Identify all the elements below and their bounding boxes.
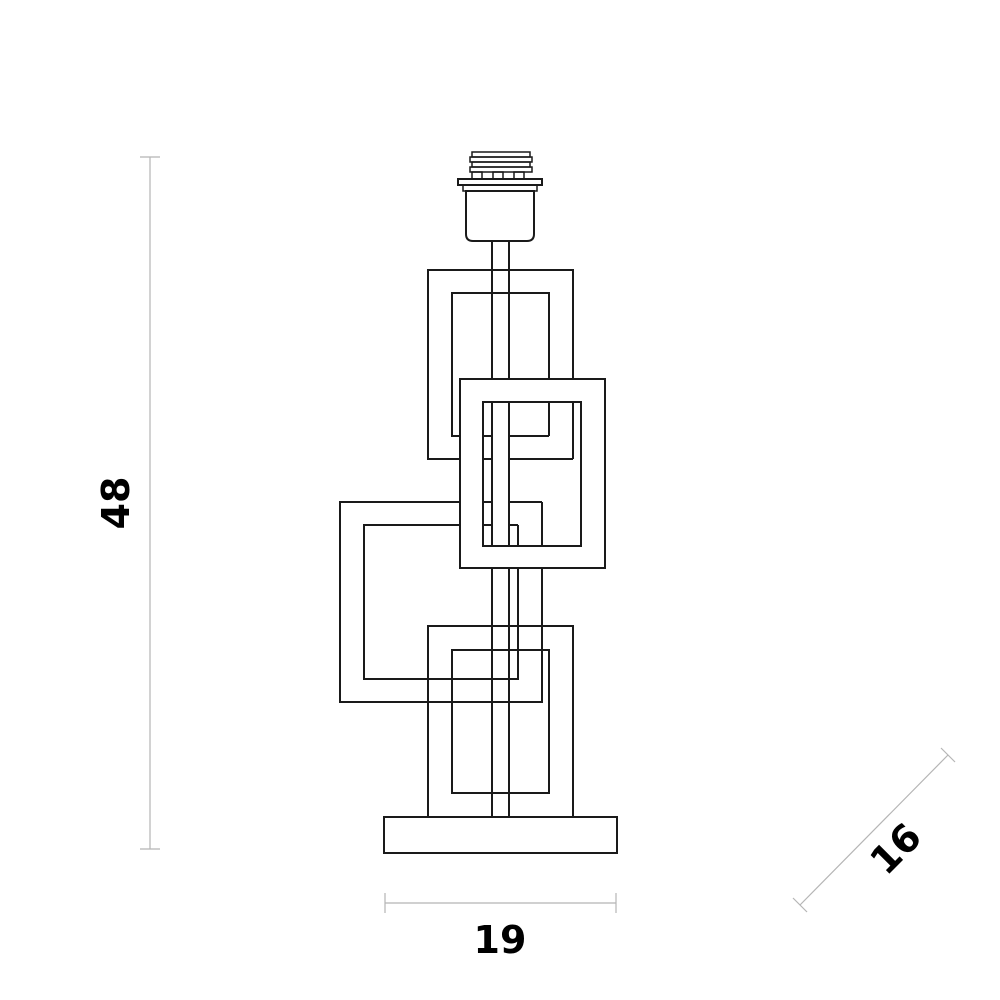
frame-left-inner [363, 524, 519, 680]
depth-dimension-top-tick [940, 747, 956, 763]
height-dimension: 48 [94, 156, 160, 850]
depth-dimension-label: 16 [862, 815, 931, 884]
depth-dimension-bottom-tick [792, 897, 808, 913]
socket-collar [457, 178, 543, 186]
socket-stud [492, 171, 504, 180]
width-dimension-label: 19 [474, 918, 527, 962]
depth-dimension: 16 [792, 747, 956, 913]
frame-left [339, 501, 543, 703]
frame-middle [459, 378, 606, 569]
height-dimension-label: 48 [94, 477, 138, 530]
frame-bottom-outer [427, 625, 574, 818]
width-dimension: 19 [384, 893, 617, 962]
frame-middle-outer [459, 378, 606, 569]
frame-middle-inner [482, 401, 582, 547]
frame-left-outer [339, 501, 543, 703]
socket-body [465, 190, 535, 242]
frame-bottom-inner [451, 649, 550, 794]
socket-stud [513, 171, 525, 180]
lamp-base-plinth [383, 816, 618, 854]
socket-stud [471, 171, 483, 180]
depth-dimension-line [799, 754, 949, 906]
lamp-socket [457, 151, 543, 242]
frame-bottom [427, 625, 574, 818]
